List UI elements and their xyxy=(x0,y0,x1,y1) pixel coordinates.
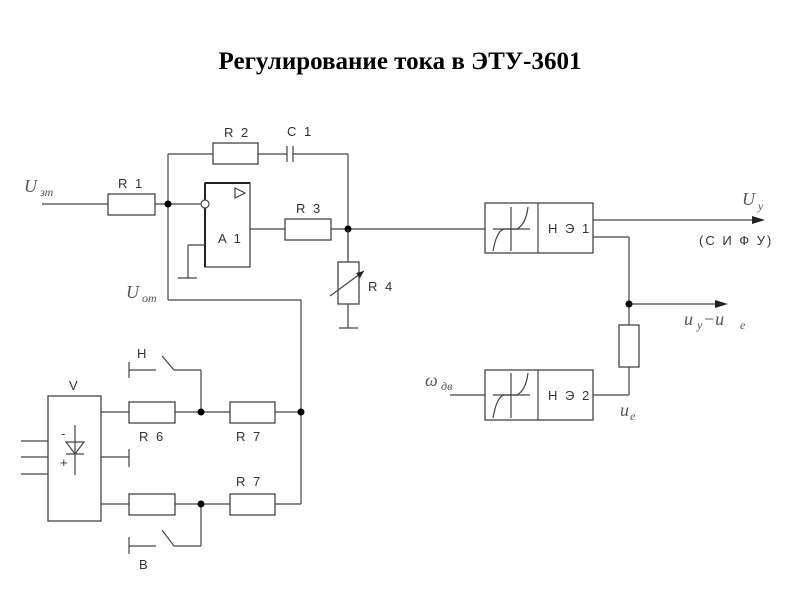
label-r7-lower: R 7 xyxy=(236,474,262,489)
slide-title: Регулирование тока в ЭТУ-3601 xyxy=(218,48,582,75)
label-omega-sub: дв xyxy=(441,379,452,393)
label-c1: C 1 xyxy=(287,124,313,139)
resistor-r6 xyxy=(128,401,176,424)
label-u-y-sub: у xyxy=(757,199,764,213)
resistor-r7-upper xyxy=(229,401,276,424)
ground-r4 xyxy=(339,304,358,329)
label-ne2: Н Э 2 xyxy=(548,388,591,403)
label-omega: ω xyxy=(425,370,438,390)
resistor-r1 xyxy=(107,193,156,216)
resistor-r3 xyxy=(284,218,332,241)
label-minus-ue: −u xyxy=(703,309,724,329)
label-switch-h: Н xyxy=(137,346,148,361)
label-u-y: U xyxy=(742,189,756,209)
label-ue-sub: е xyxy=(740,318,746,332)
label-u-zt-sub: зт xyxy=(39,185,54,199)
label-minus: - xyxy=(61,426,67,441)
ground-a1 xyxy=(178,244,205,279)
label-switch-b: В xyxy=(139,557,150,572)
label-sifu: (С И Ф У) xyxy=(699,233,773,248)
resistor-lower xyxy=(128,493,176,516)
label-a1: A 1 xyxy=(218,231,243,246)
rectifier-v xyxy=(21,395,102,522)
wire-middle-stub xyxy=(101,449,130,467)
nonlinear-element-ne1 xyxy=(484,202,594,254)
wire-u-ot xyxy=(168,299,302,497)
label-u-zt: U xyxy=(24,176,38,196)
label-r6: R 6 xyxy=(139,429,165,444)
label-r2: R 2 xyxy=(224,125,250,140)
junction-node xyxy=(625,300,633,308)
label-u-e: u xyxy=(620,400,629,420)
thyristor-icon xyxy=(64,425,86,475)
resistor-r2 xyxy=(212,142,259,165)
junction-node xyxy=(297,408,305,416)
label-r7-upper: R 7 xyxy=(236,429,262,444)
label-uy-sub: у xyxy=(696,318,703,332)
resistor-feedback xyxy=(618,324,640,368)
junction-node xyxy=(164,200,172,208)
label-uy: u xyxy=(684,309,693,329)
variable-arrow-icon xyxy=(329,270,365,297)
label-r4: R 4 xyxy=(368,279,394,294)
resistor-r7-lower xyxy=(229,493,276,516)
label-u-ot: U xyxy=(126,282,140,302)
wire-output-uy xyxy=(593,216,765,224)
label-u-e-sub: е xyxy=(630,409,636,423)
nonlinear-element-ne2 xyxy=(484,369,594,421)
label-ne1: Н Э 1 xyxy=(548,221,591,236)
label-u-ot-sub: от xyxy=(142,291,157,305)
label-v: V xyxy=(69,378,80,393)
label-r3: R 3 xyxy=(296,201,322,216)
junction-node xyxy=(197,500,205,508)
opamp-a1 xyxy=(200,182,251,268)
label-plus: + xyxy=(60,455,70,470)
label-r1: R 1 xyxy=(118,176,144,191)
junction-node xyxy=(197,408,205,416)
capacitor-c1 xyxy=(286,146,294,162)
wire-ne1-node xyxy=(593,236,728,325)
